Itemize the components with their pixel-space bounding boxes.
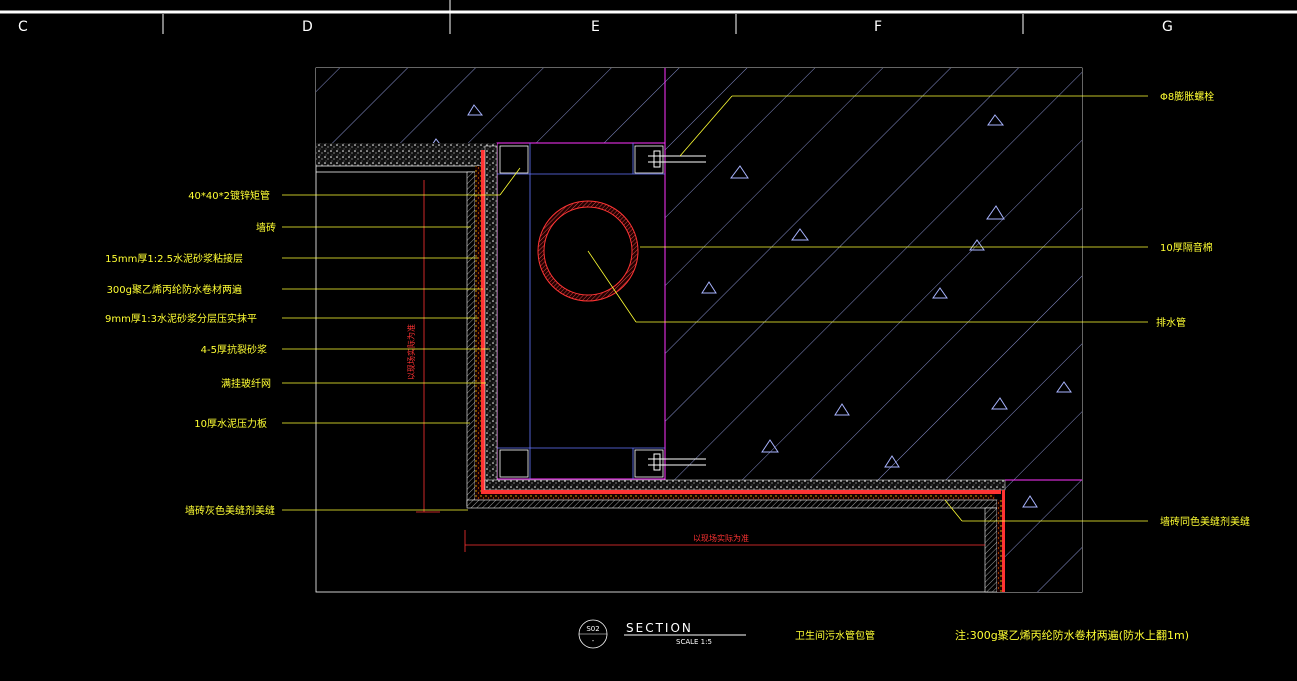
waterproof-note: 注:300g聚乙烯丙纶防水卷材两遍(防水上翻1m) [955, 628, 1189, 642]
grid-label-d: D [302, 19, 313, 35]
label-drain-pipe: 排水管 [1156, 316, 1186, 329]
label-fiberglass-mesh: 满挂玻纤网 [221, 377, 271, 390]
label-acoustic-cotton: 10厚隔音棉 [1160, 241, 1213, 254]
section-number: S02 [586, 625, 599, 633]
right-leader-lines [587, 95, 1148, 522]
steel-tube [499, 449, 529, 478]
vertical-wall-layers [466, 145, 498, 507]
steel-tube [499, 145, 529, 174]
label-crack-resistant-mortar: 4-5厚抗裂砂浆 [201, 343, 267, 356]
top-slab-finish [316, 143, 497, 173]
section-scale: SCALE 1:5 [676, 638, 712, 646]
pipe-enclosure [496, 68, 666, 480]
steel-tube [634, 145, 664, 174]
label-cement-board: 10厚水泥压力板 [194, 417, 267, 430]
section-title-block: S02 - SECTION SCALE 1:5 卫生间污水管包管 [578, 619, 875, 649]
left-annotations: 40*40*2镀锌矩管 墙砖 15mm厚1:2.5水泥砂浆粘接层 300g聚乙烯… [105, 189, 276, 517]
label-matching-grout: 墙砖同色美缝剂美缝 [1160, 515, 1250, 528]
horizontal-wall-layers [466, 479, 1082, 593]
label-steel-tube: 40*40*2镀锌矩管 [188, 189, 270, 202]
section-name: 卫生间污水管包管 [795, 629, 875, 642]
left-leader-lines [282, 167, 521, 511]
label-expansion-bolt: Φ8膨胀螺栓 [1160, 90, 1214, 103]
grid-label-e: E [591, 19, 600, 35]
vertical-dimension-label: 以现场实际为准 [406, 324, 416, 380]
section-title: SECTION [626, 621, 693, 635]
dimension-lines [416, 180, 985, 552]
grid-label-c: C [18, 19, 28, 35]
concrete-wall [316, 68, 1082, 592]
label-grey-grout: 墙砖灰色美缝剂美缝 [185, 504, 275, 517]
label-wall-tile: 墙砖 [256, 221, 276, 234]
grid-header: C D E F G [0, 0, 1297, 35]
steel-tube [634, 449, 664, 478]
horizontal-dimension-label: 以现场实际为准 [693, 533, 749, 543]
section-sheet: - [592, 637, 595, 645]
label-waterproof-membrane: 300g聚乙烯丙纶防水卷材两遍 [107, 283, 242, 296]
expansion-bolts [648, 150, 706, 471]
right-annotations: Φ8膨胀螺栓 10厚隔音棉 排水管 墙砖同色美缝剂美缝 [1156, 90, 1250, 528]
grid-label-f: F [874, 19, 882, 35]
label-mortar-layer: 9mm厚1:3水泥砂浆分层压实抹平 [105, 312, 257, 325]
grid-label-g: G [1162, 19, 1173, 35]
label-bonding-layer: 15mm厚1:2.5水泥砂浆粘接层 [105, 252, 243, 265]
